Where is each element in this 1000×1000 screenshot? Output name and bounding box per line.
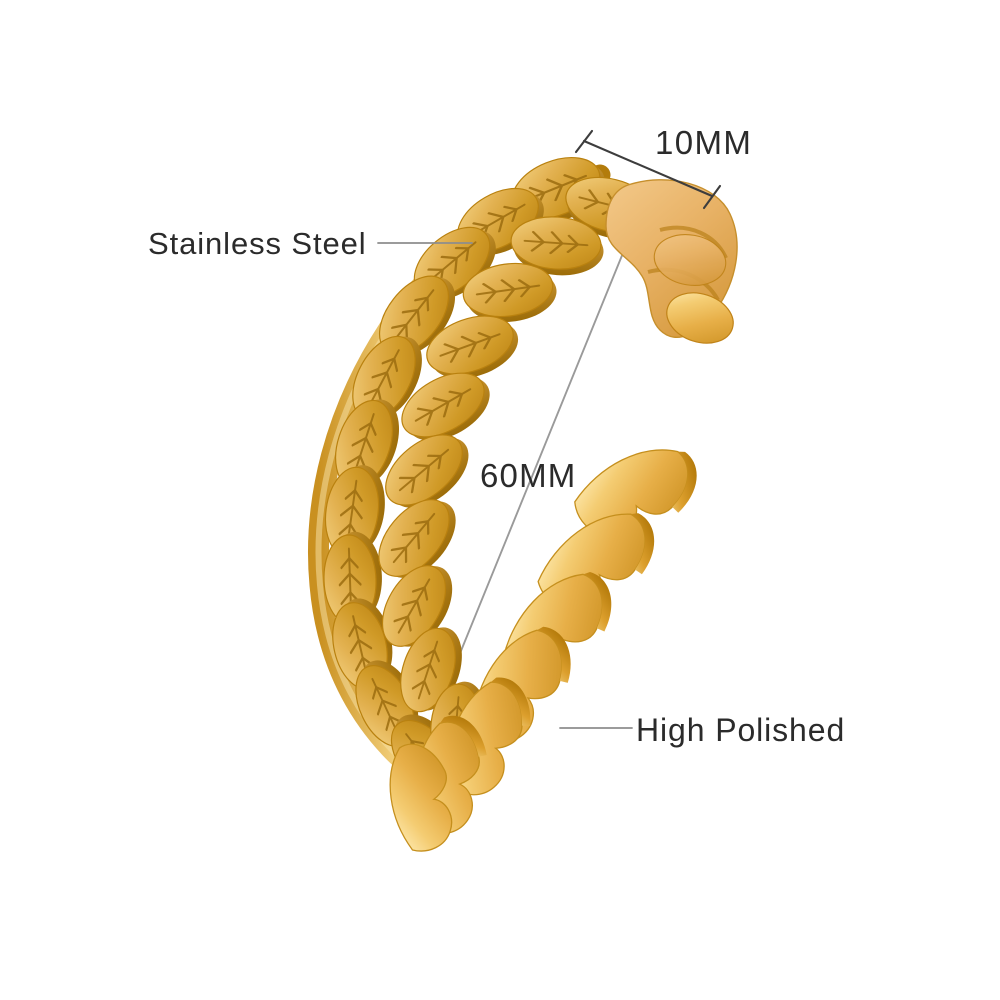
width-dimension-label: 10MM xyxy=(655,124,753,161)
finish-label: High Polished xyxy=(636,712,846,748)
material-label: Stainless Steel xyxy=(148,226,367,261)
bracelet-top-tip xyxy=(605,179,738,344)
diameter-dimension-label: 60MM xyxy=(480,457,577,494)
width-dimension-line xyxy=(574,129,722,210)
bracelet-left-arm xyxy=(307,157,656,795)
diameter-dimension-line xyxy=(429,225,635,728)
bracelet-right-arm xyxy=(389,449,697,852)
